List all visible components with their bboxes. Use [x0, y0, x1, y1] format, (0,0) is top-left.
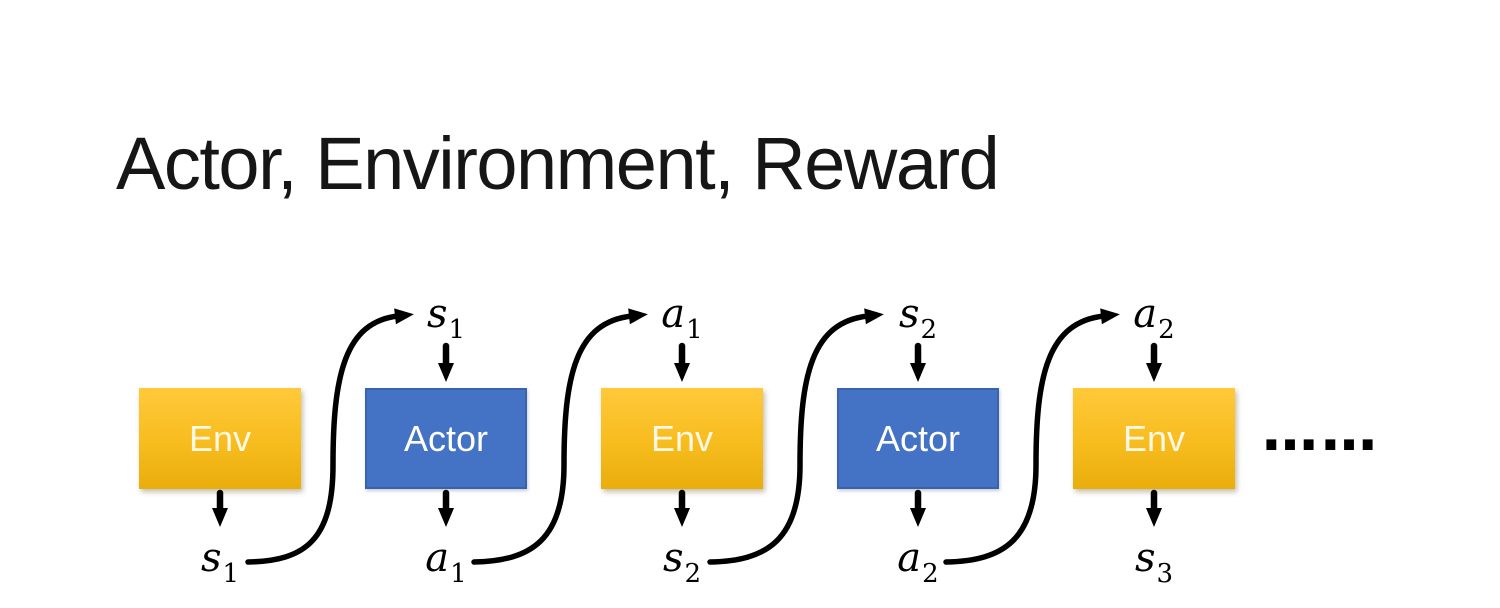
actor-box-2: Actor [837, 388, 999, 489]
bottom-label-a2: a2 [863, 536, 973, 596]
top-label-a1-sub: 1 [686, 315, 703, 345]
env-box-1-label: Env [188, 417, 252, 459]
bottom-label-s2-base: s [662, 535, 684, 581]
env-box-3-label: Env [1122, 417, 1186, 459]
top-label-s1: s1 [391, 292, 501, 352]
actor-box-1: Actor [365, 388, 527, 489]
bottom-label-s2-sub: 2 [684, 559, 702, 589]
top-label-s1-sub: 1 [448, 315, 466, 345]
slide-title: Actor, Environment, Reward [116, 122, 1000, 205]
actor-box-2-label: Actor [875, 417, 961, 459]
top-label-s2-sub: 2 [920, 315, 938, 345]
bottom-label-a1-base: a [425, 535, 450, 581]
top-label-a1-base: a [661, 291, 686, 337]
top-label-a2-base: a [1133, 291, 1158, 337]
bottom-label-a1: a1 [391, 536, 501, 596]
bottom-label-a2-sub: 2 [922, 559, 939, 589]
bottom-label-s2: s2 [627, 536, 737, 596]
actor-box-1-label: Actor [403, 417, 489, 459]
env-box-1: Env [139, 388, 301, 489]
bottom-label-s3-sub: 3 [1156, 559, 1174, 589]
bottom-label-s3-base: s [1134, 535, 1156, 581]
bottom-label-s1: s1 [165, 536, 275, 596]
top-label-a2: a2 [1099, 292, 1209, 352]
top-label-a2-sub: 2 [1158, 315, 1175, 345]
top-label-s2: s2 [863, 292, 973, 352]
bottom-label-s1-sub: 1 [222, 559, 240, 589]
env-box-2: Env [601, 388, 763, 489]
env-box-2-label: Env [650, 417, 714, 459]
top-label-s1-base: s [426, 291, 448, 337]
top-label-s2-base: s [898, 291, 920, 337]
env-box-3: Env [1073, 388, 1235, 489]
bottom-label-s3: s3 [1099, 536, 1209, 596]
bottom-label-a2-base: a [897, 535, 922, 581]
bottom-label-a1-sub: 1 [450, 559, 467, 589]
top-label-a1: a1 [627, 292, 737, 352]
continuation-ellipsis: …… [1262, 399, 1380, 464]
bottom-label-s1-base: s [200, 535, 222, 581]
